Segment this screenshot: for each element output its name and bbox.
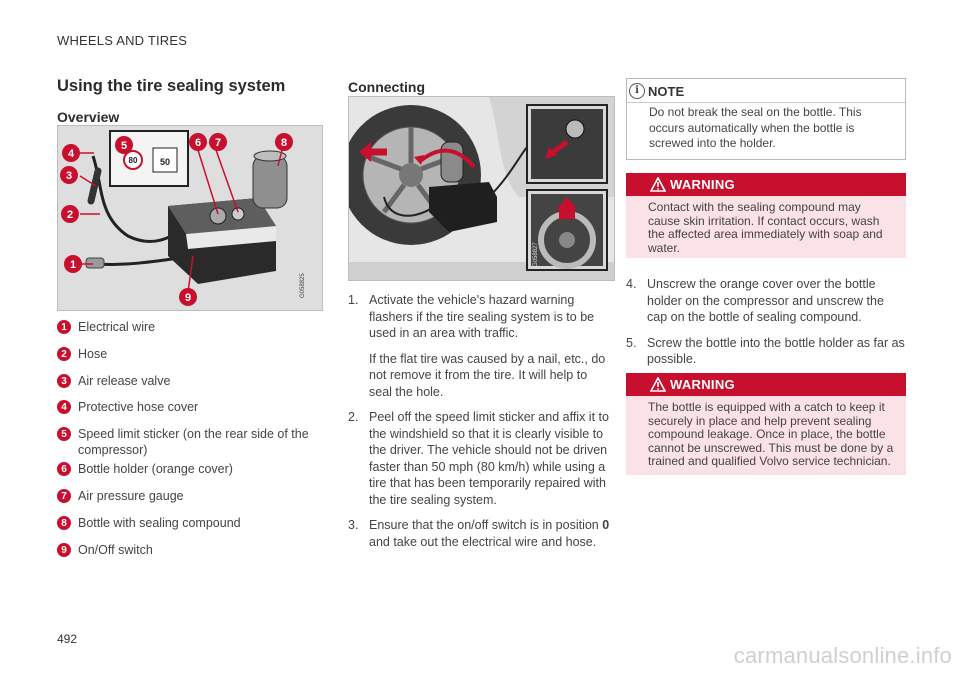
step-item: 1. Activate the vehicle's hazard warning… [348, 292, 613, 400]
page-number: 492 [57, 632, 78, 646]
step-text: If the flat tire was caused by a nail, e… [369, 351, 606, 399]
warning-box: WARNING The bottle is equipped with a ca… [626, 373, 906, 475]
warning-header: WARNING [626, 173, 906, 196]
legend-badge: 2 [57, 347, 71, 361]
legend-badge: 8 [57, 516, 71, 530]
switch-position-value: 0 [602, 518, 610, 532]
step-text: Unscrew the orange cover over the bottle… [647, 277, 884, 324]
callout-2: 2 [67, 209, 73, 221]
note-label: NOTE [648, 84, 685, 99]
page-title: Using the tire sealing system [57, 77, 286, 95]
warning-box: WARNING Contact with the sealing compoun… [626, 173, 906, 258]
legend-text: Electrical wire [78, 320, 156, 334]
overview-heading: Overview [57, 109, 120, 125]
connecting-heading: Connecting [348, 79, 425, 95]
warning-text: Contact with the sealing compound may ca… [626, 196, 906, 258]
step-text: Ensure that the on/off switch is in posi… [369, 517, 613, 550]
step-item: 4. Unscrew the orange cover over the bot… [626, 276, 906, 326]
step-text-after: and take out the electrical wire and hos… [369, 534, 597, 549]
warning-triangle-icon [650, 177, 666, 192]
legend-badge: 7 [57, 489, 71, 503]
step-text: Peel off the speed limit sticker and aff… [369, 410, 609, 507]
connecting-steps: 1. Activate the vehicle's hazard warning… [348, 292, 613, 559]
step-number: 4. [626, 277, 637, 291]
legend-text: Air release valve [78, 374, 171, 388]
callout-6: 6 [195, 137, 201, 149]
legend-badge: 5 [57, 427, 71, 441]
step-item: 3. Ensure that the on/off switch is in p… [348, 517, 613, 550]
connecting-figure: G058827 [348, 96, 615, 281]
continued-steps: 4. Unscrew the orange cover over the bot… [626, 276, 906, 377]
connecting-illustration: G058827 [349, 97, 614, 280]
step-text: Screw the bottle into the bottle holder … [647, 335, 905, 367]
step-text-before: Ensure that the on/off switch is in posi… [369, 518, 603, 532]
legend-badge: 4 [57, 400, 71, 414]
callout-1: 1 [70, 259, 76, 271]
legend-text: On/Off switch [78, 543, 153, 557]
callout-5: 5 [121, 140, 127, 152]
watermark: carmanualsonline.info [733, 643, 952, 668]
overview-figure: 80 50 1 2 3 4 5 6 7 8 9 G058825 [57, 125, 323, 311]
legend-text: Hose [78, 347, 108, 361]
warning-label: WARNING [670, 377, 735, 392]
step-number: 2. [348, 410, 359, 424]
step-number: 1. [348, 293, 359, 307]
warning-triangle-icon [650, 377, 666, 392]
warning-label: WARNING [670, 177, 735, 192]
legend-text: Bottle holder (orange cover) [78, 462, 233, 476]
step-item: 5. Screw the bottle into the bottle hold… [626, 335, 906, 368]
callout-7: 7 [215, 137, 221, 149]
overview-image-code: G058825 [300, 273, 306, 298]
warning-header: WARNING [626, 373, 906, 396]
callout-3: 3 [66, 170, 72, 182]
note-box: i NOTE Do not break the seal on the bott… [626, 78, 906, 160]
step-text: Activate the vehicle's hazard warning fl… [369, 293, 595, 340]
step-number: 5. [626, 335, 637, 350]
note-divider [627, 102, 905, 103]
callout-8: 8 [281, 137, 287, 149]
section-header: WHEELS AND TIRES [57, 33, 188, 48]
compressor-illustration: 80 50 1 2 3 4 5 6 7 8 9 G058825 [58, 126, 322, 310]
step-item: 2. Peel off the speed limit sticker and … [348, 409, 613, 508]
callout-9: 9 [185, 292, 191, 304]
sticker-mph-value: 50 [160, 157, 170, 167]
legend-badge: 3 [57, 374, 71, 388]
sticker-kmh-value: 80 [129, 156, 138, 165]
info-icon: i [629, 83, 645, 99]
warning-text: The bottle is equipped with a catch to k… [626, 396, 906, 475]
step-number: 3. [348, 518, 359, 532]
legend-badge: 6 [57, 462, 71, 476]
callout-4: 4 [68, 148, 75, 160]
legend-badge: 9 [57, 543, 71, 557]
note-text: Do not break the seal on the bottle. Thi… [649, 105, 862, 150]
legend-text: Air pressure gauge [78, 489, 184, 503]
connecting-image-code: G058827 [533, 242, 539, 267]
legend-text: Bottle with sealing compound [78, 516, 241, 530]
legend-badge: 1 [57, 320, 71, 334]
legend-text: Speed limit sticker (on the rear side of… [78, 427, 309, 457]
legend-text: Protective hose cover [78, 400, 199, 414]
